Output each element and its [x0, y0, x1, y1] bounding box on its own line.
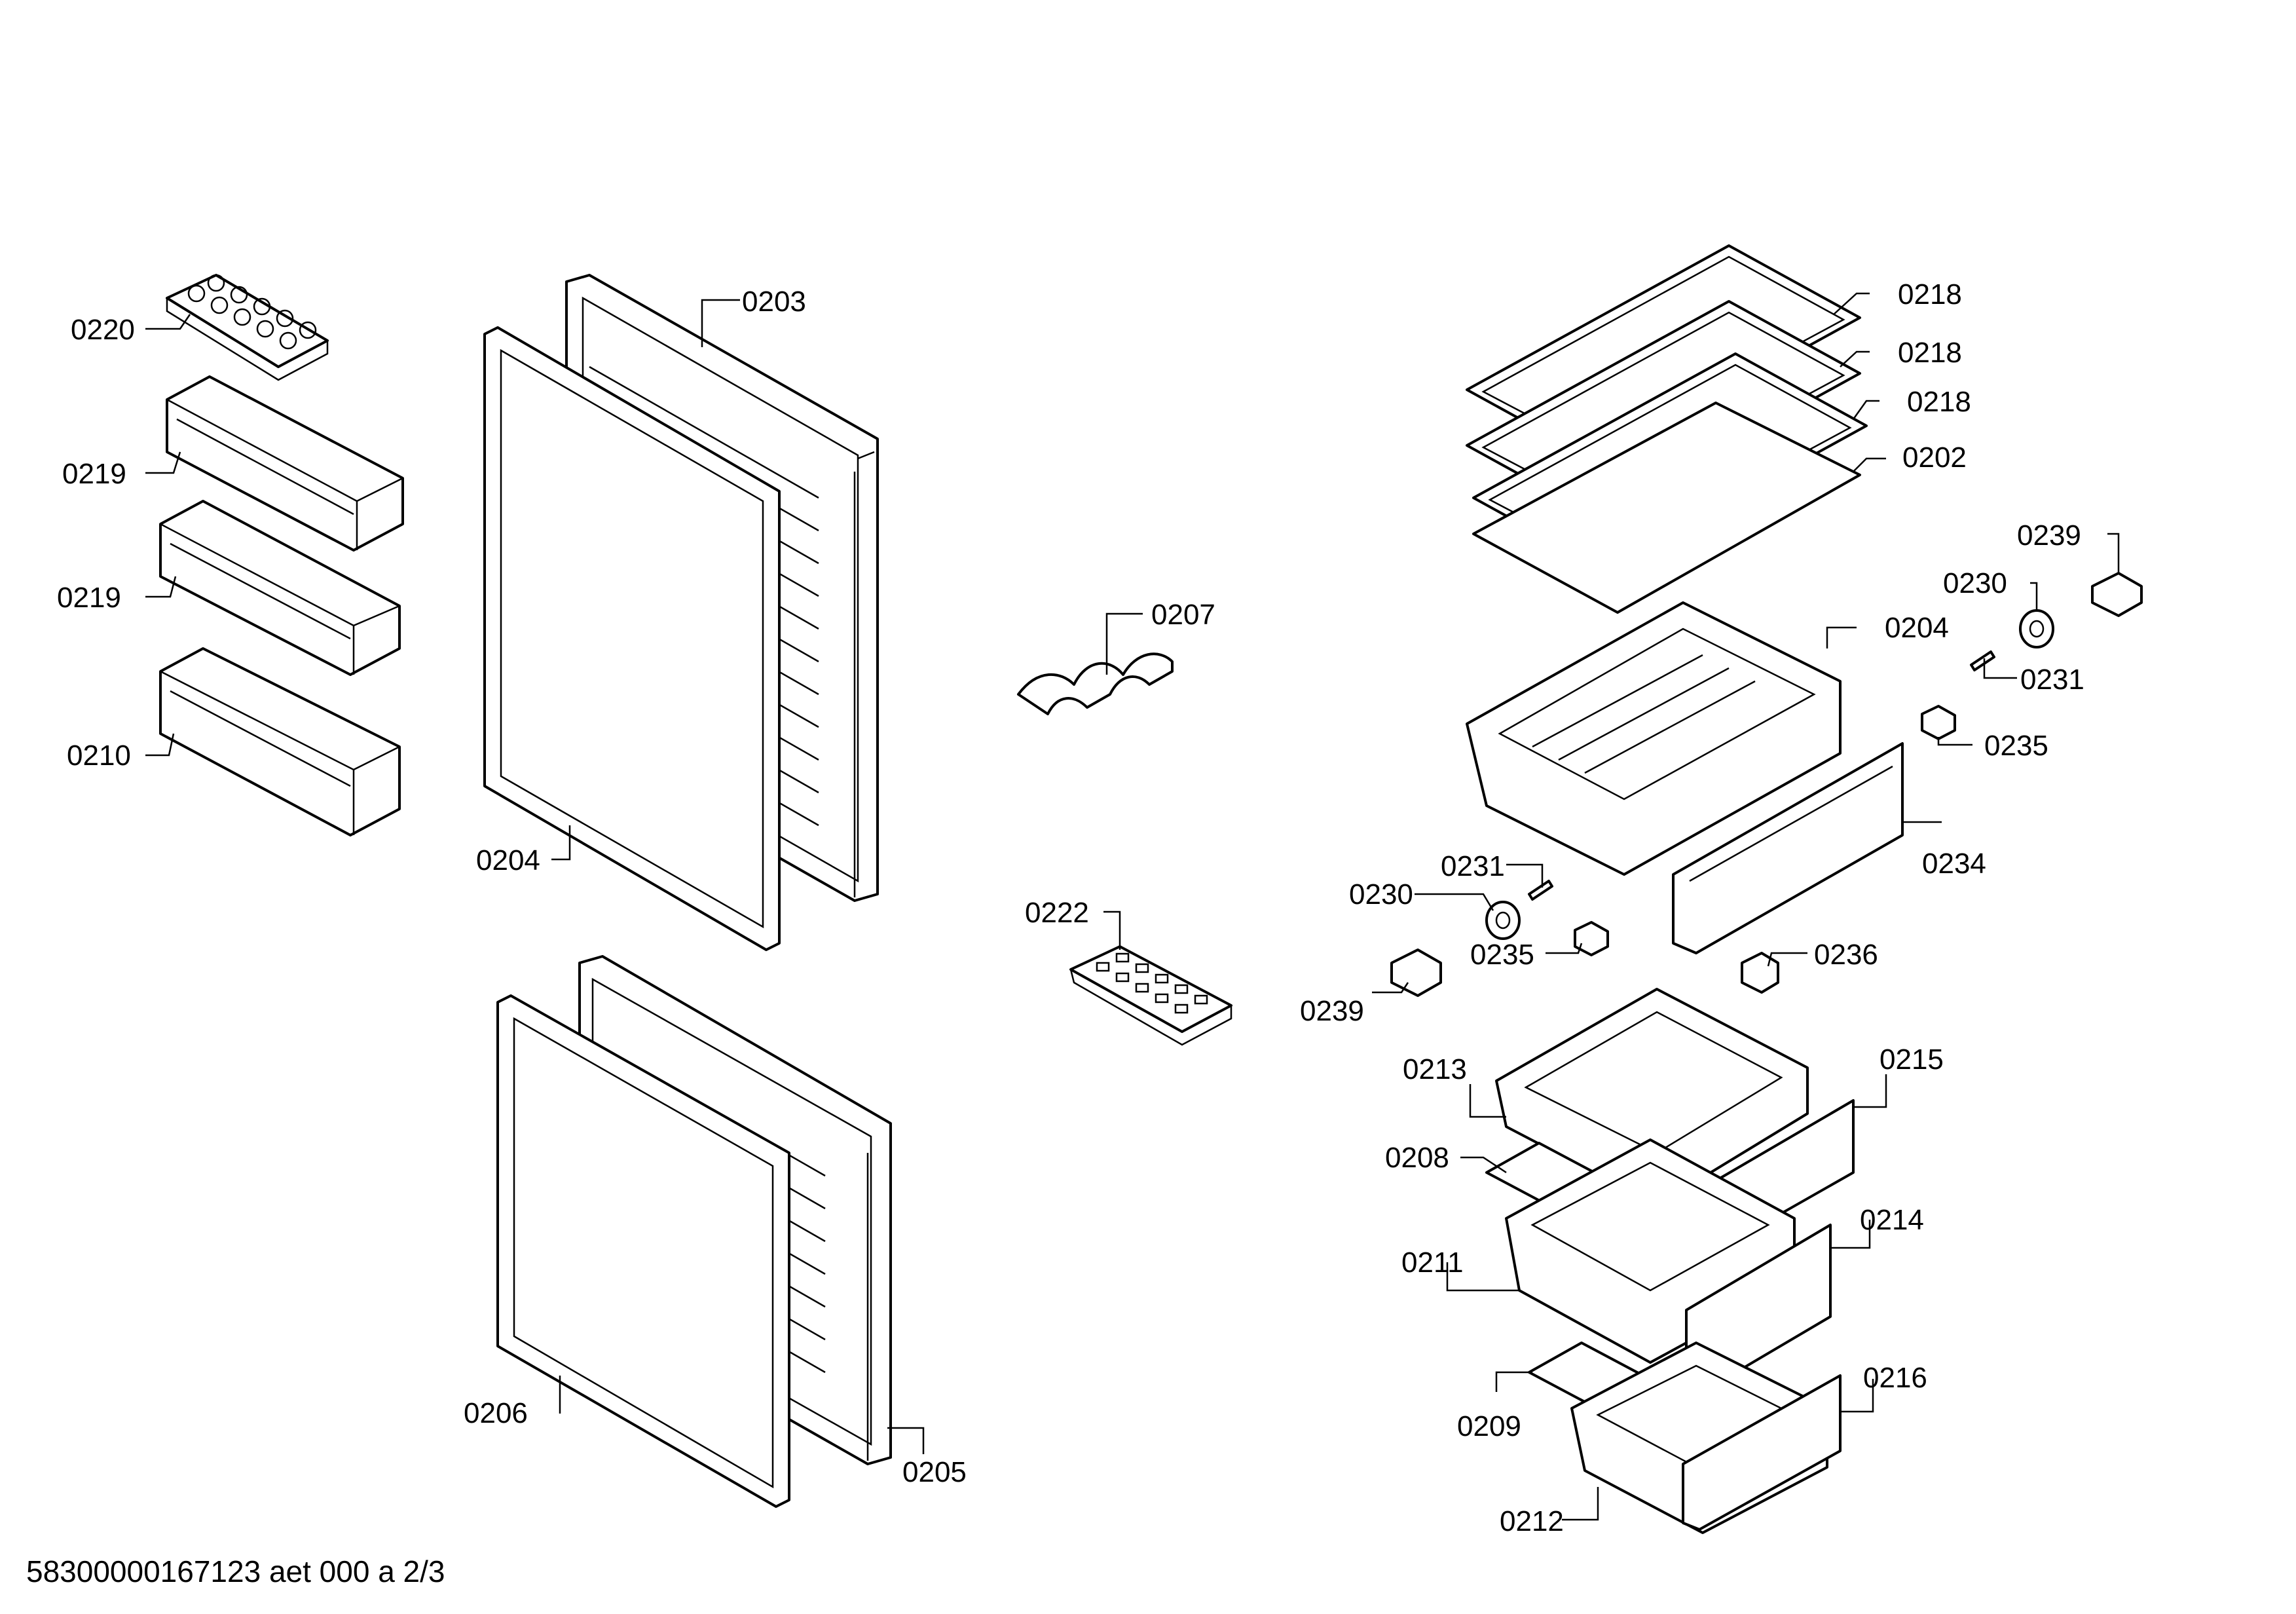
clip-left	[1574, 921, 1609, 956]
glass-shelf	[1472, 402, 1861, 614]
freezer-front-bottom	[1682, 1374, 1842, 1531]
clip-right	[1921, 705, 1956, 740]
egg-tray	[166, 274, 329, 381]
label-0235-right: 0235	[1984, 730, 2048, 762]
label-0219-middle: 0219	[57, 582, 121, 614]
label-0234: 0234	[1922, 848, 1986, 880]
label-0235-left: 0235	[1470, 939, 1534, 971]
label-0231-left: 0231	[1441, 850, 1505, 882]
label-0204-crisper: 0204	[1885, 612, 1949, 644]
label-0209: 0209	[1457, 1410, 1521, 1442]
label-0219-top: 0219	[62, 458, 126, 490]
label-0218-1: 0218	[1898, 278, 1962, 310]
label-0204-door: 0204	[476, 844, 540, 876]
hinge-bracket-left	[1390, 948, 1442, 997]
part-labels: 0220 0219 0219 0210 0203 0204 0206 0205 …	[57, 278, 2084, 1537]
door-shelf-middle	[159, 500, 401, 676]
label-0205: 0205	[902, 1456, 967, 1488]
document-footer-code: 58300000167123 aet 000 a 2/3	[26, 1554, 445, 1588]
stopper	[1741, 952, 1779, 994]
door-shelf-top	[166, 375, 404, 552]
roller-right	[2019, 609, 2054, 648]
bottle-rack	[1017, 652, 1174, 715]
label-0210: 0210	[67, 740, 131, 772]
label-0230-right: 0230	[1943, 567, 2007, 599]
label-0207: 0207	[1151, 599, 1215, 631]
pin-left	[1528, 880, 1553, 901]
label-0218-3: 0218	[1907, 386, 1971, 418]
door-shelf-bottom	[159, 647, 401, 836]
label-0216: 0216	[1863, 1362, 1927, 1394]
label-0222: 0222	[1025, 897, 1089, 929]
lower-door-gasket	[496, 994, 790, 1508]
crisper-drawer	[1466, 601, 1842, 876]
label-0208: 0208	[1385, 1142, 1449, 1174]
roller-left	[1485, 901, 1521, 940]
label-0231-right: 0231	[2020, 664, 2084, 696]
label-0220: 0220	[71, 314, 135, 346]
ice-cube-tray	[1069, 945, 1232, 1046]
freezer-drawer-top	[1495, 988, 1809, 1207]
label-0215: 0215	[1879, 1043, 1944, 1076]
label-0230-left: 0230	[1349, 878, 1413, 910]
hinge-bracket-right	[2091, 572, 2143, 617]
pin-right	[1970, 650, 1995, 671]
crisper-front-cover	[1672, 742, 1904, 954]
label-0203: 0203	[742, 286, 806, 318]
label-0239-right: 0239	[2017, 519, 2081, 552]
label-0218-2: 0218	[1898, 337, 1962, 369]
leader-lines	[145, 292, 2120, 1521]
label-0214: 0214	[1860, 1204, 1924, 1236]
upper-door-gasket	[483, 326, 781, 951]
label-0206: 0206	[464, 1397, 528, 1429]
label-0239-left: 0239	[1300, 995, 1364, 1027]
label-0213: 0213	[1403, 1053, 1467, 1085]
label-0236: 0236	[1814, 939, 1878, 971]
label-0211: 0211	[1401, 1247, 1464, 1279]
label-0212: 0212	[1500, 1505, 1564, 1537]
label-0202: 0202	[1902, 441, 1967, 474]
